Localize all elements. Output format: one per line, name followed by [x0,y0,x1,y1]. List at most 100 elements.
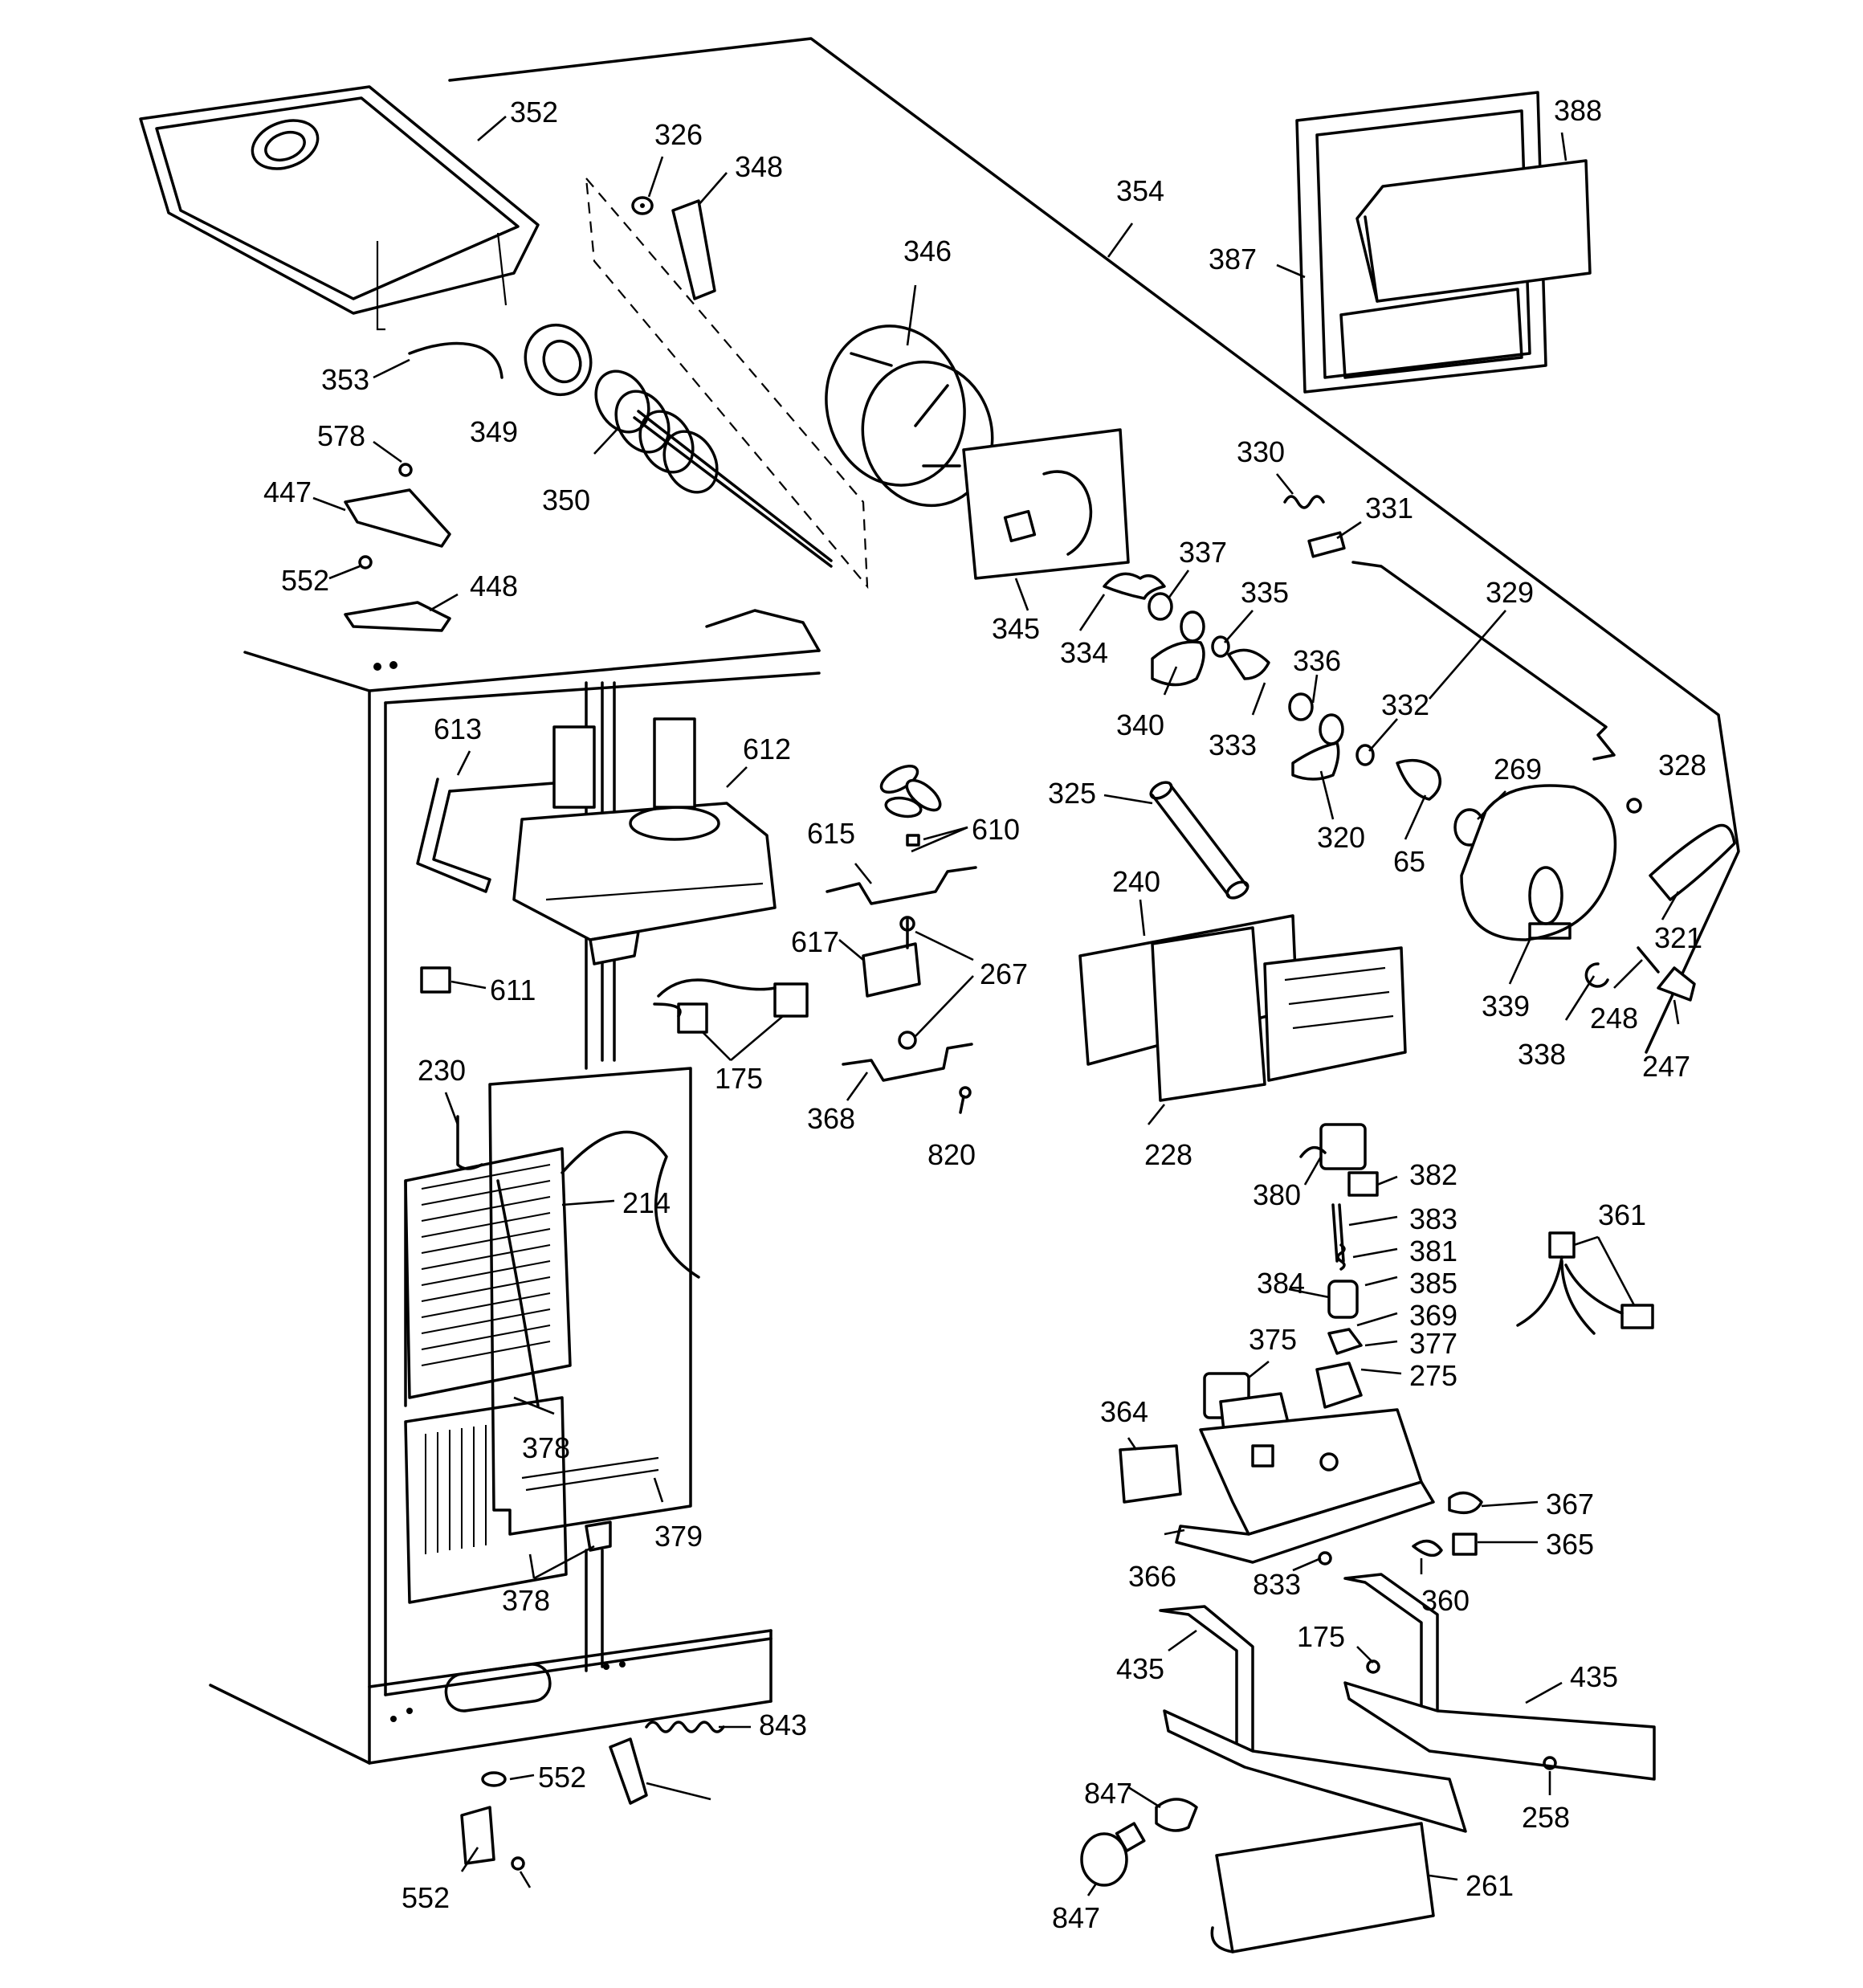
callout-384: 369 [1409,1299,1457,1332]
lamp-435 [1080,1822,1146,1887]
callout-366: 365 [1546,1528,1594,1561]
screw-175-a [959,1086,972,1114]
ice-bucket [139,85,540,331]
bracket-448 [344,601,451,632]
pin-339 [1637,946,1660,974]
callout-378: 380 [1253,1178,1301,1211]
callout-368: 240 [1112,865,1160,898]
callout-611: 368 [807,1102,855,1135]
harness-375 [1516,1231,1654,1335]
callout-833: 175 [1297,1620,1345,1653]
callout-364: 367 [1546,1488,1594,1521]
callout-261: 552 [402,1881,450,1914]
callout-248: 613 [434,712,482,745]
callout-267: 175 [715,1062,763,1095]
rod-329 [1351,561,1616,761]
part-365 [1412,1539,1443,1557]
dispenser-solenoid [1299,1123,1379,1409]
callout-335: 332 [1381,688,1429,721]
cover-328 [1649,823,1736,901]
fan-blade [879,764,942,847]
callout-388: 388 [1554,94,1602,127]
leader-354 [1107,222,1134,258]
callout-336: 320 [1317,821,1365,854]
bracket-612 [826,866,977,905]
dispenser-bracket [1175,1408,1435,1564]
callout-330: 330 [1237,435,1285,468]
auger-motor [1460,784,1617,941]
callout-334: 334 [1060,636,1108,669]
plate-275 [1119,1444,1182,1504]
screw-578 [398,463,413,477]
callout-353: 353 [321,363,369,396]
wiring-harness [653,978,809,1034]
bracket-338 [1657,966,1696,1002]
callout-617: 611 [490,974,536,1006]
callout-275: 364 [1100,1395,1148,1428]
screw-833 [1366,1659,1380,1674]
screw-65 [1626,798,1642,814]
callout-258: 261 [1466,1869,1514,1902]
callout-360: 435 [1116,1652,1164,1685]
callout-335: 335 [1241,576,1289,609]
dispenser-door [1295,91,1592,394]
callout-354: 354 [1116,174,1164,207]
callout-65: 328 [1658,749,1706,782]
callout-325: 339 [1482,990,1530,1023]
callout-360: 435 [1570,1660,1618,1693]
callout-610: 617 [791,925,839,958]
fill-tube [1149,781,1249,900]
drive-gears [1103,572,1486,847]
screw-367 [1318,1551,1332,1565]
callout-230: 378 [502,1584,550,1617]
callout-337: 336 [1293,644,1341,677]
callout-365: 360 [1421,1584,1470,1617]
screw-552-b [511,1856,525,1871]
callout-labels: 352 326 348 346 354 388 387 353 349 350 … [263,94,1706,1934]
clip-331 [1307,531,1346,558]
evaporator-assembly [404,1067,700,1604]
callout-214: 379 [654,1520,703,1553]
auger [594,369,833,568]
callout-367: 833 [1253,1568,1301,1601]
hinge-261 [460,1806,495,1865]
icemaker [1078,914,1407,1102]
callout-230: 378 [522,1431,570,1464]
bracket-447 [344,488,451,548]
callout-613: 610 [972,813,1020,846]
callout-329: 329 [1486,576,1534,609]
callout-349: 349 [470,415,518,448]
callout-383: 384 [1257,1267,1305,1300]
callout-338: 247 [1642,1050,1690,1083]
callout-331: 331 [1365,492,1413,525]
callout-348: 348 [735,150,783,183]
callout-435: 847 [1084,1777,1132,1810]
callout-321: 338 [1518,1038,1566,1071]
callout-320: 269 [1494,753,1542,786]
callout-340: 340 [1116,708,1164,741]
callout-382: 381 [1409,1235,1457,1268]
mounting-plate [962,428,1130,580]
callout-228: 214 [622,1186,671,1219]
callout-240: 230 [418,1054,466,1087]
callout-369: 375 [1249,1323,1297,1356]
callout-375: 361 [1598,1198,1646,1231]
callout-345: 345 [992,612,1040,645]
part-366 [1452,1533,1478,1556]
callout-381: 385 [1409,1267,1457,1300]
bucket-wire [408,341,503,379]
callout-578: 578 [317,419,365,452]
callout-326: 326 [654,118,703,151]
light-cover [1210,1822,1435,1953]
callout-847: 843 [759,1708,807,1741]
callout-387: 387 [1209,243,1257,276]
dashed-panel [585,178,869,590]
bracket-611 [842,1043,973,1082]
clip-321 [1584,962,1609,988]
clip-617 [420,966,451,994]
bracket-843 [609,1737,648,1805]
leaders [312,116,1680,1896]
crusher-housing [825,325,994,508]
callout-552: 552 [281,564,329,597]
